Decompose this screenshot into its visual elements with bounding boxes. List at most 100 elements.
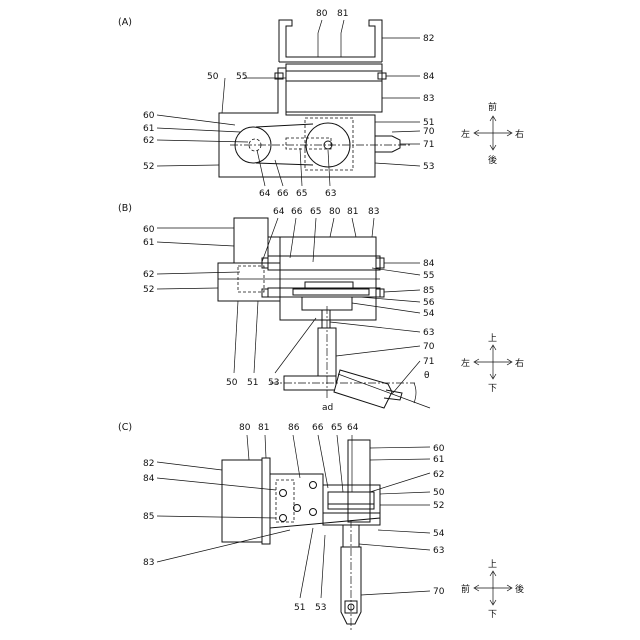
motor-60: [234, 218, 268, 263]
ref-b-55: 55: [423, 271, 434, 281]
ref-b-60: 60: [143, 225, 155, 235]
compass-c: 上 下 前 後: [461, 559, 524, 620]
ref-b-61: 61: [143, 238, 154, 248]
ref-b-51: 51: [247, 378, 258, 388]
bolt-b3: [262, 289, 268, 297]
ref-b-ad: ad: [322, 403, 333, 413]
ref-c-83: 83: [143, 558, 154, 568]
theta-arc: [414, 383, 416, 403]
rail-82: [279, 20, 382, 62]
ref-70: 70: [423, 127, 435, 137]
dir-a-left: 左: [461, 128, 470, 140]
bolt-86-a: [310, 482, 317, 489]
ref-53: 53: [423, 162, 434, 172]
ref-b-85: 85: [423, 286, 434, 296]
dir-b-up: 上: [488, 333, 497, 344]
rail-82-side: [222, 460, 262, 542]
pulley-65-side: [328, 492, 374, 504]
compass-b: 上 下 左 右: [461, 333, 524, 394]
ref-b-65: 65: [310, 207, 321, 217]
ref-c-64: 64: [347, 423, 359, 433]
ref-81: 81: [337, 9, 348, 19]
ref-b-81: 81: [347, 207, 358, 217]
ref-c-53: 53: [315, 603, 326, 613]
dir-b-right: 右: [515, 357, 524, 369]
slider-55: [286, 71, 382, 81]
ref-84: 84: [423, 72, 435, 82]
dir-a-down: 後: [488, 154, 497, 166]
ref-c-63: 63: [433, 546, 444, 556]
ref-63: 63: [325, 189, 336, 199]
ref-c-50: 50: [433, 488, 445, 498]
tool-70: [375, 136, 400, 152]
ref-82: 82: [423, 34, 434, 44]
ref-c-82: 82: [143, 459, 154, 469]
rail-81-side: [262, 458, 270, 544]
bolt-85: [280, 515, 287, 522]
ref-c-85: 85: [143, 512, 154, 522]
ref-71: 71: [423, 140, 434, 150]
belt-bottom: [256, 163, 313, 165]
ref-b-64: 64: [273, 207, 285, 217]
dir-b-down: 下: [488, 384, 497, 394]
ref-c-70: 70: [433, 587, 445, 597]
pulley-65: [305, 282, 353, 288]
ref-b-80: 80: [329, 207, 341, 217]
pulley-54: [293, 289, 369, 295]
ref-55: 55: [236, 72, 247, 82]
ref-b-52: 52: [143, 285, 154, 295]
ref-66: 66: [277, 189, 289, 199]
bolt-84-a: [280, 490, 287, 497]
leaders-a: [157, 20, 420, 186]
dir-b-left: 左: [461, 357, 470, 369]
dir-c-left: 前: [461, 583, 470, 595]
ref-c-51: 51: [294, 603, 305, 613]
ref-62: 62: [143, 136, 154, 146]
ref-c-52: 52: [433, 501, 444, 511]
ref-c-81: 81: [258, 423, 269, 433]
ref-64: 64: [259, 189, 271, 199]
ref-c-65: 65: [331, 423, 342, 433]
ref-61: 61: [143, 124, 154, 134]
ref-65: 65: [296, 189, 307, 199]
body-50: [219, 68, 375, 177]
panel-a-title: (A): [118, 17, 132, 28]
panel-b-title: (B): [118, 203, 132, 214]
ref-83: 83: [423, 94, 434, 104]
ref-80: 80: [316, 9, 328, 19]
compass-a: 前 後 左 右: [461, 101, 524, 166]
ref-c-61: 61: [433, 455, 444, 465]
panel-c-title: (C): [118, 422, 132, 433]
ref-b-53: 53: [268, 378, 279, 388]
ref-c-84: 84: [143, 474, 155, 484]
leaders-b: [157, 218, 420, 394]
ref-c-62: 62: [433, 470, 444, 480]
dir-c-up: 上: [488, 559, 497, 570]
ref-b-83: 83: [368, 207, 379, 217]
ref-50: 50: [207, 72, 219, 82]
rail-55: [268, 256, 380, 270]
ref-b-70: 70: [423, 342, 435, 352]
panel-b: (B): [118, 203, 524, 413]
shaft-63: [322, 310, 330, 328]
ref-c-80: 80: [239, 423, 251, 433]
dir-a-up: 前: [488, 101, 497, 113]
ref-b-71: 71: [423, 357, 434, 367]
panel-c: (C): [118, 422, 524, 630]
ref-c-66: 66: [312, 423, 324, 433]
bolt-86-b: [310, 509, 317, 516]
ref-b-theta: θ: [424, 371, 430, 381]
ref-b-66: 66: [291, 207, 303, 217]
dir-a-right: 右: [515, 128, 524, 140]
ref-b-54: 54: [423, 309, 435, 319]
plate-52: [218, 263, 280, 301]
ref-b-56: 56: [423, 298, 435, 308]
ref-b-50: 50: [226, 378, 238, 388]
ref-52: 52: [143, 162, 154, 172]
ref-b-84: 84: [423, 259, 435, 269]
frame-50: [280, 237, 376, 320]
belt-top: [256, 124, 313, 127]
pulley-64-side: [328, 504, 374, 509]
ref-c-54: 54: [433, 529, 445, 539]
leaders-c: [157, 435, 430, 598]
